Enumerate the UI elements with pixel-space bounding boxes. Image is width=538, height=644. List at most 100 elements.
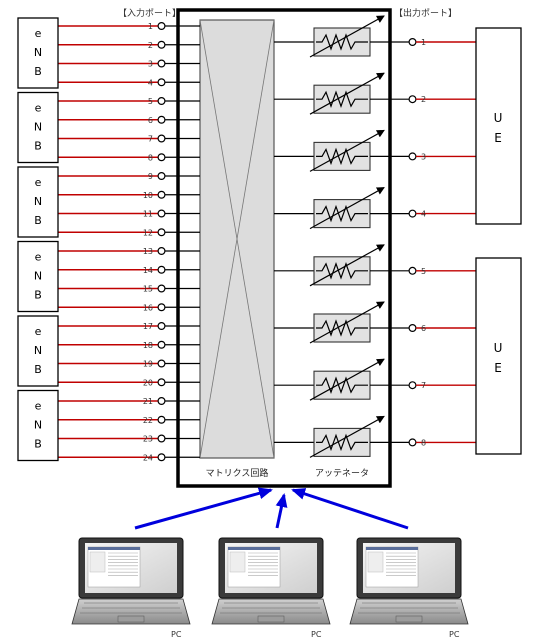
- input-port-connector: [157, 153, 166, 162]
- input-port-connector: [157, 303, 166, 312]
- enb-label-letter: e: [35, 102, 42, 115]
- pc-label: PC: [311, 630, 322, 639]
- enb-label-letter: e: [35, 325, 42, 338]
- control-arrow: [275, 493, 288, 529]
- enb-block: eNB: [17, 91, 59, 164]
- attenuator-icon: [309, 129, 385, 172]
- input-port-connector: [157, 134, 166, 143]
- laptop-keyboard: [211, 598, 331, 625]
- input-port-number: 3: [148, 60, 153, 69]
- input-port-number: 14: [143, 266, 153, 275]
- input-port-connector: [157, 115, 166, 124]
- enb-label-letter: B: [34, 363, 42, 376]
- control-arrow: [134, 487, 273, 530]
- output-port-number: 4: [421, 210, 426, 219]
- input-port-connector: [157, 78, 166, 87]
- laptop-pc: PC: [211, 537, 331, 639]
- input-port-number: 1: [148, 22, 153, 31]
- pc-label: PC: [449, 630, 460, 639]
- output-port-number: 8: [421, 438, 426, 447]
- attenuator-label: アッテネータ: [315, 468, 369, 479]
- input-port-connector: [157, 340, 166, 349]
- input-port-connector: [157, 172, 166, 181]
- input-port-connector: [157, 247, 166, 256]
- enb-label-letter: e: [35, 27, 42, 40]
- enb-label-letter: B: [34, 140, 42, 153]
- output-port-connector: [408, 324, 417, 333]
- output-port-number: 3: [421, 152, 426, 161]
- ue-label-letter: U: [494, 111, 503, 125]
- input-port-connector: [157, 228, 166, 237]
- input-port-connector: [157, 265, 166, 274]
- pc-group: PC PC PC: [71, 537, 469, 639]
- input-port-number: 18: [143, 341, 153, 350]
- laptop-keyboard: [71, 598, 191, 625]
- input-port-number: 11: [143, 210, 153, 219]
- control-arrow: [291, 488, 409, 530]
- output-port-connector: [408, 266, 417, 275]
- input-port-number: 7: [148, 135, 153, 144]
- input-port-number: 10: [143, 191, 153, 200]
- input-port-number: 17: [143, 322, 153, 331]
- enb-label-letter: N: [34, 121, 42, 134]
- input-port-number: 24: [143, 453, 153, 462]
- input-port-connector: [157, 59, 166, 68]
- laptop-pc: PC: [349, 537, 469, 639]
- enb-label-letter: e: [35, 400, 42, 413]
- ue-block: UE: [475, 27, 522, 225]
- ue-block: UE: [475, 257, 522, 455]
- input-port-number: 20: [143, 378, 153, 387]
- output-port-connector: [408, 438, 417, 447]
- input-port-connector: [157, 397, 166, 406]
- output-port-number: 7: [421, 381, 426, 390]
- output-port-number: 6: [421, 324, 426, 333]
- input-port-number: 16: [143, 303, 153, 312]
- enb-label-letter: B: [34, 289, 42, 302]
- enb-block: eNB: [17, 17, 59, 89]
- enb-label-letter: B: [34, 438, 42, 451]
- enb-label-letter: N: [34, 46, 42, 59]
- input-port-connector: [157, 322, 166, 331]
- enb-block: eNB: [17, 315, 59, 387]
- input-port-number: 12: [143, 228, 153, 237]
- input-port-number: 9: [148, 172, 153, 181]
- output-port-connector: [408, 152, 417, 161]
- input-port-connector: [157, 434, 166, 443]
- input-port-number: 5: [148, 97, 153, 106]
- input-port-connector: [157, 190, 166, 199]
- matrix-label: マトリクス回路: [206, 467, 269, 479]
- enb-label-letter: B: [34, 214, 42, 227]
- input-port-connector: [157, 209, 166, 218]
- output-port-number: 2: [421, 95, 426, 104]
- enb-label-letter: N: [34, 270, 42, 283]
- input-port-number: 6: [148, 116, 153, 125]
- enb-label-letter: N: [34, 344, 42, 357]
- input-ports-header: 【入力ポート】: [118, 7, 181, 19]
- enb-block: eNB: [17, 240, 59, 313]
- input-port-number: 13: [143, 247, 153, 256]
- input-port-connector: [157, 22, 166, 31]
- output-port-connector: [408, 37, 417, 46]
- laptop-pc: PC: [71, 537, 191, 639]
- attenuator-icon: [309, 301, 385, 344]
- ue-label-letter: U: [494, 341, 503, 355]
- enb-label-letter: e: [35, 251, 42, 264]
- input-port-number: 19: [143, 360, 153, 369]
- input-port-number: 15: [143, 285, 153, 294]
- input-port-connector: [157, 378, 166, 387]
- enb-label-letter: N: [34, 419, 42, 432]
- input-port-number: 8: [148, 153, 153, 162]
- enb-block: eNB: [17, 166, 59, 238]
- input-port-connector: [157, 453, 166, 462]
- enb-label-letter: N: [34, 195, 42, 208]
- output-port-number: 1: [421, 38, 426, 47]
- attenuator-icon: [309, 187, 385, 230]
- input-lines: [58, 25, 158, 458]
- output-port-connector: [408, 209, 417, 218]
- enb-label-letter: B: [34, 65, 42, 78]
- ue-label-letter: E: [494, 131, 502, 145]
- pc-label: PC: [171, 630, 182, 639]
